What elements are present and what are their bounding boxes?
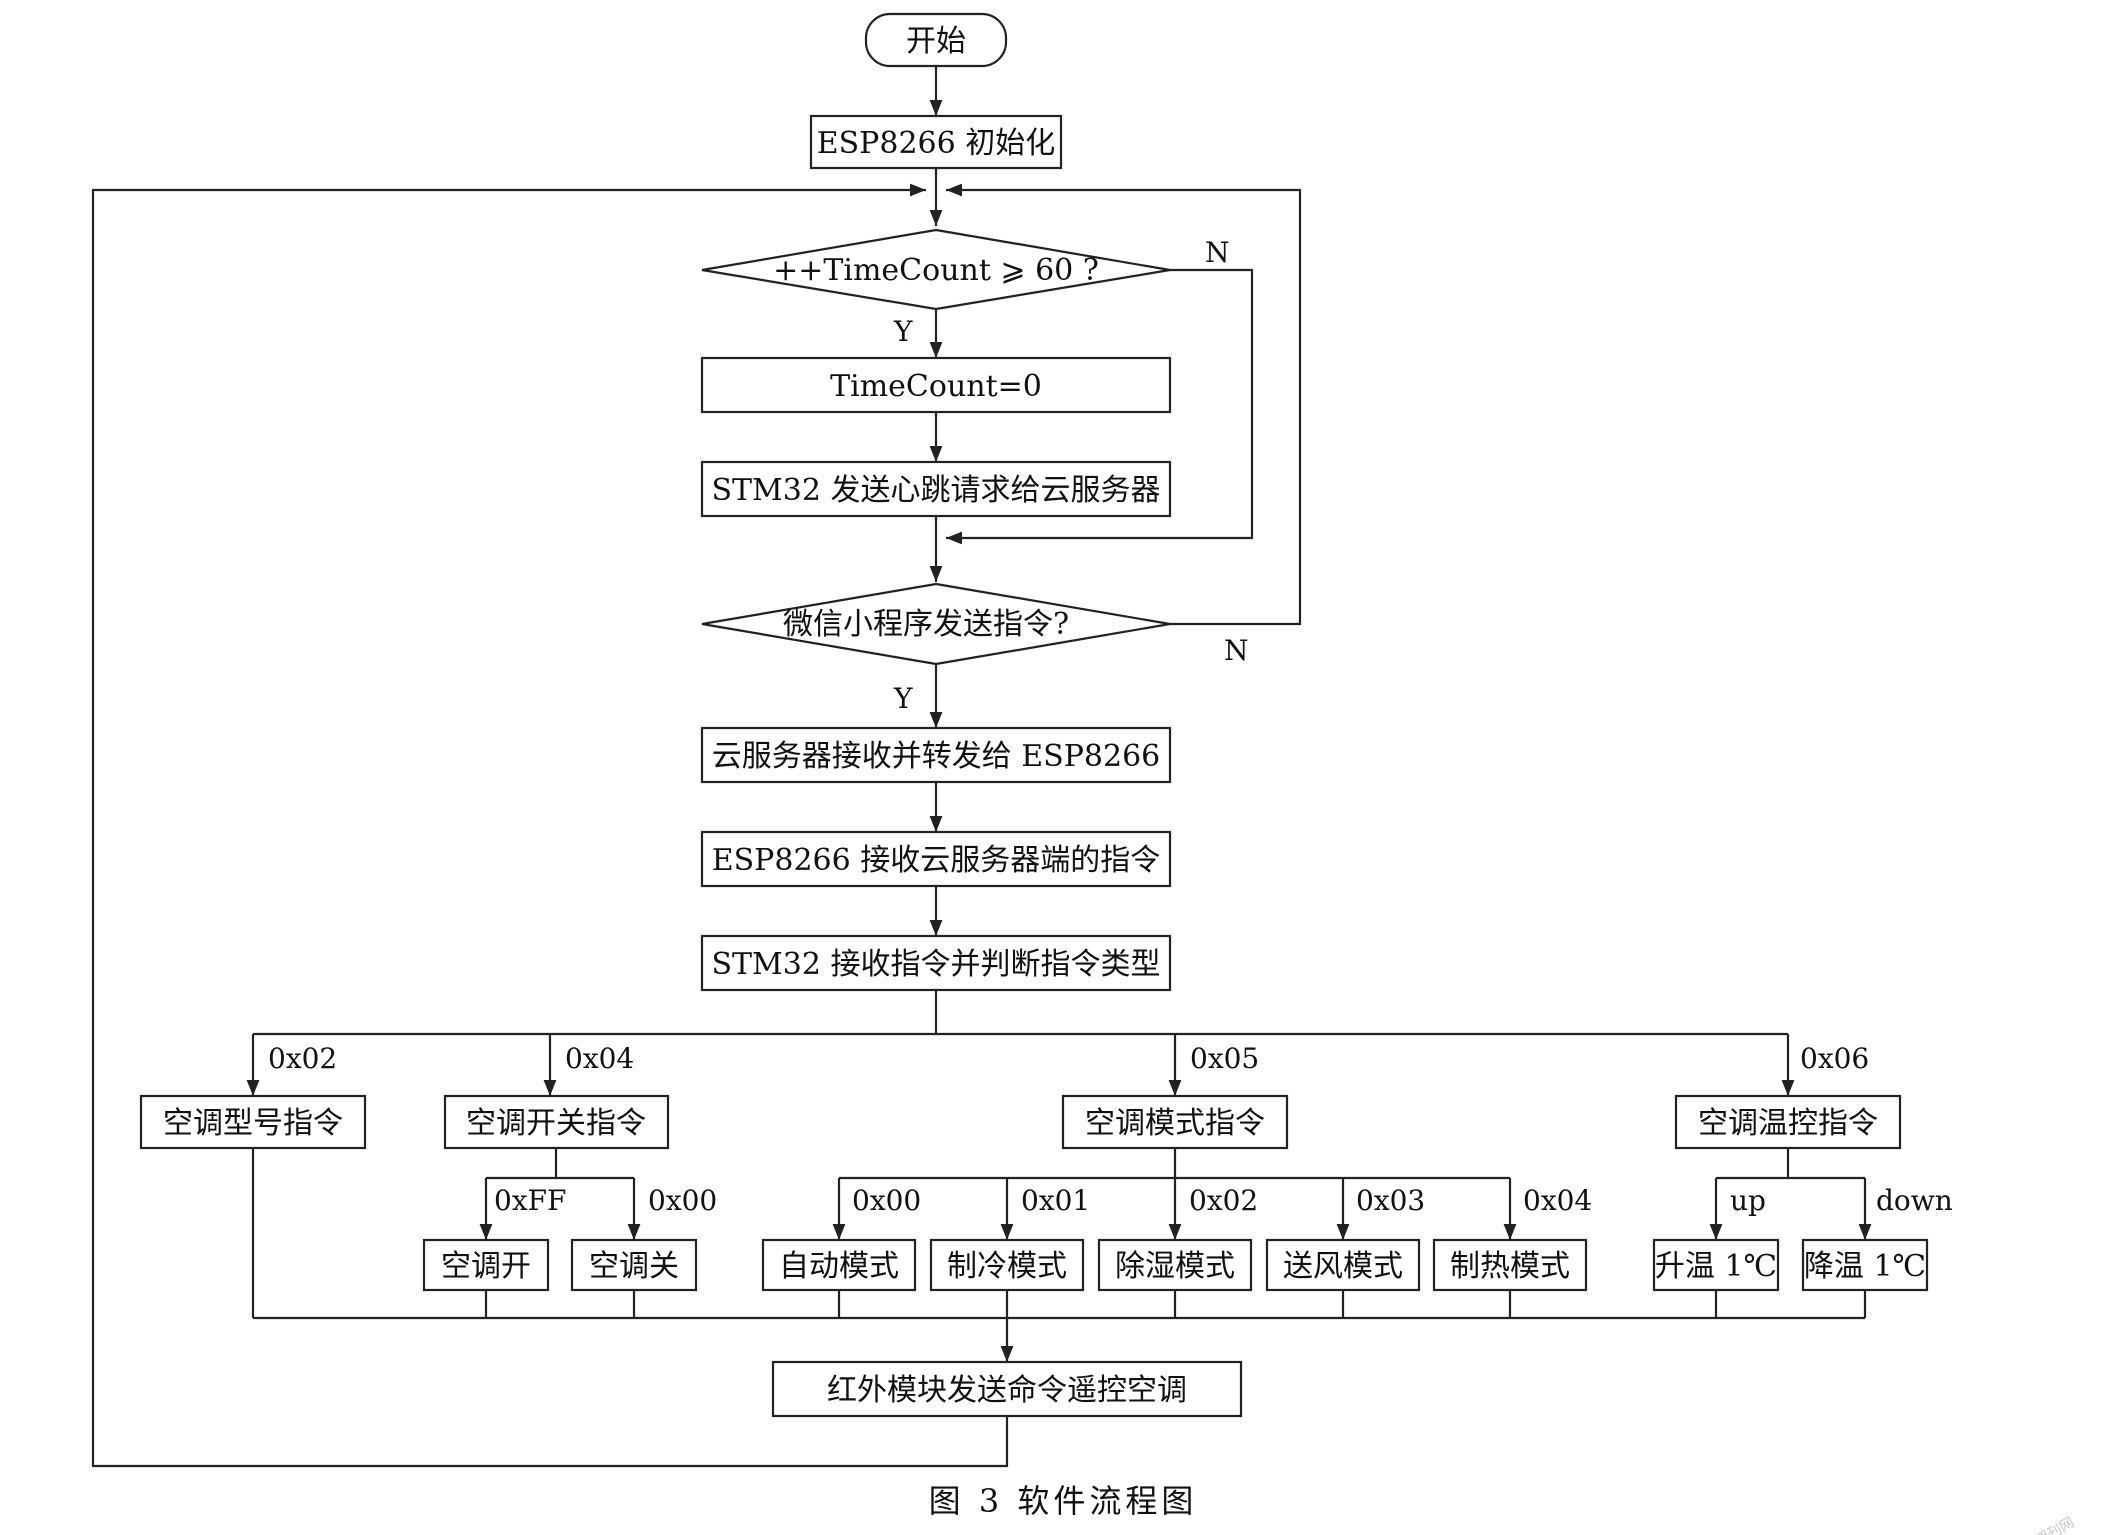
watermark: 龙源期刊网 [2008,1515,2077,1535]
mode-heat-label: 制热模式 [1450,1249,1570,1284]
ac-off-box: 空调关 [570,1238,698,1292]
ac-off-label: 空调关 [589,1249,679,1284]
esp-receive-box: ESP8266 接收云服务器端的指令 [700,830,1172,888]
ir-send-box: 红外模块发送命令遥控空调 [771,1360,1243,1418]
label-code-temp: 0x06 [1800,1042,1869,1075]
label-mode-cool-code: 0x01 [1021,1184,1090,1217]
esp-init-label: ESP8266 初始化 [817,126,1056,161]
timecount-decision-label: ++TimeCount ⩾ 60 ? [773,253,1099,288]
label-wechat-yes: Y [893,682,913,715]
label-mode-fan-code: 0x03 [1356,1184,1425,1217]
ac-model-box: 空调型号指令 [139,1094,367,1150]
arrow-check-no [946,268,1254,545]
connectors [91,66,1872,1468]
start-label: 开始 [906,24,966,59]
temp-down-label: 降温 1℃ [1804,1249,1926,1284]
ac-switch-label: 空调开关指令 [466,1106,646,1141]
mode-dehumid-label: 除湿模式 [1115,1249,1235,1284]
timecount-reset-box: TimeCount=0 [700,356,1172,414]
arrow-loop-return-left [91,183,1009,1468]
ac-mode-box: 空调模式指令 [1061,1094,1289,1150]
wechat-decision-label: 微信小程序发送指令? [783,607,1069,642]
esp-receive-label: ESP8266 接收云服务器端的指令 [712,843,1161,878]
timecount-reset-label: TimeCount=0 [830,369,1042,404]
heartbeat-box: STM32 发送心跳请求给云服务器 [700,460,1172,518]
esp-init-box: ESP8266 初始化 [809,114,1063,170]
ac-model-label: 空调型号指令 [163,1106,343,1141]
mode-cool-box: 制冷模式 [929,1238,1085,1292]
arrow-wechat-no-return [946,183,1302,626]
figure-caption: 图 3 软件流程图 [929,1482,1198,1520]
label-up: up [1730,1184,1766,1217]
stm-judge-label: STM32 接收指令并判断指令类型 [712,947,1161,982]
edge-labels: Y N Y N 0x02 0x04 0x05 0x06 0xFF 0x00 0x… [268,236,1953,1217]
cloud-forward-label: 云服务器接收并转发给 ESP8266 [712,739,1161,774]
mode-auto-box: 自动模式 [761,1238,917,1292]
stm-judge-box: STM32 接收指令并判断指令类型 [700,934,1172,992]
heartbeat-label: STM32 发送心跳请求给云服务器 [712,473,1161,508]
temp-up-box: 升温 1℃ [1652,1238,1780,1292]
label-wechat-no: N [1224,634,1249,667]
label-code-mode: 0x05 [1190,1042,1259,1075]
timecount-decision: ++TimeCount ⩾ 60 ? [701,228,1171,311]
cloud-forward-box: 云服务器接收并转发给 ESP8266 [700,726,1172,784]
label-mode-heat-code: 0x04 [1523,1184,1592,1217]
ac-switch-box: 空调开关指令 [443,1094,670,1150]
label-mode-auto-code: 0x00 [852,1184,921,1217]
start-node: 开始 [864,12,1008,68]
mode-fan-box: 送风模式 [1265,1238,1421,1292]
mode-cool-label: 制冷模式 [947,1249,1067,1284]
ir-send-label: 红外模块发送命令遥控空调 [827,1373,1187,1408]
ac-on-label: 空调开 [441,1249,531,1284]
wechat-decision: 微信小程序发送指令? [701,582,1171,666]
label-code-off: 0x00 [648,1184,717,1217]
ac-temp-label: 空调温控指令 [1698,1106,1878,1141]
label-code-on: 0xFF [494,1184,566,1217]
mode-heat-box: 制热模式 [1432,1238,1588,1292]
label-timecount-yes: Y [893,315,913,348]
label-code-switch: 0x04 [565,1042,634,1075]
temp-down-box: 降温 1℃ [1801,1238,1929,1292]
ac-temp-box: 空调温控指令 [1674,1094,1902,1150]
label-code-model: 0x02 [268,1042,337,1075]
label-timecount-no: N [1205,236,1230,269]
label-down: down [1876,1184,1953,1217]
label-mode-dehumid-code: 0x02 [1189,1184,1258,1217]
mode-auto-label: 自动模式 [779,1249,899,1284]
mode-dehumid-box: 除湿模式 [1097,1238,1253,1292]
ac-on-box: 空调开 [422,1238,550,1292]
mode-fan-label: 送风模式 [1283,1249,1403,1284]
temp-up-label: 升温 1℃ [1655,1249,1777,1284]
ac-mode-label: 空调模式指令 [1085,1106,1265,1141]
